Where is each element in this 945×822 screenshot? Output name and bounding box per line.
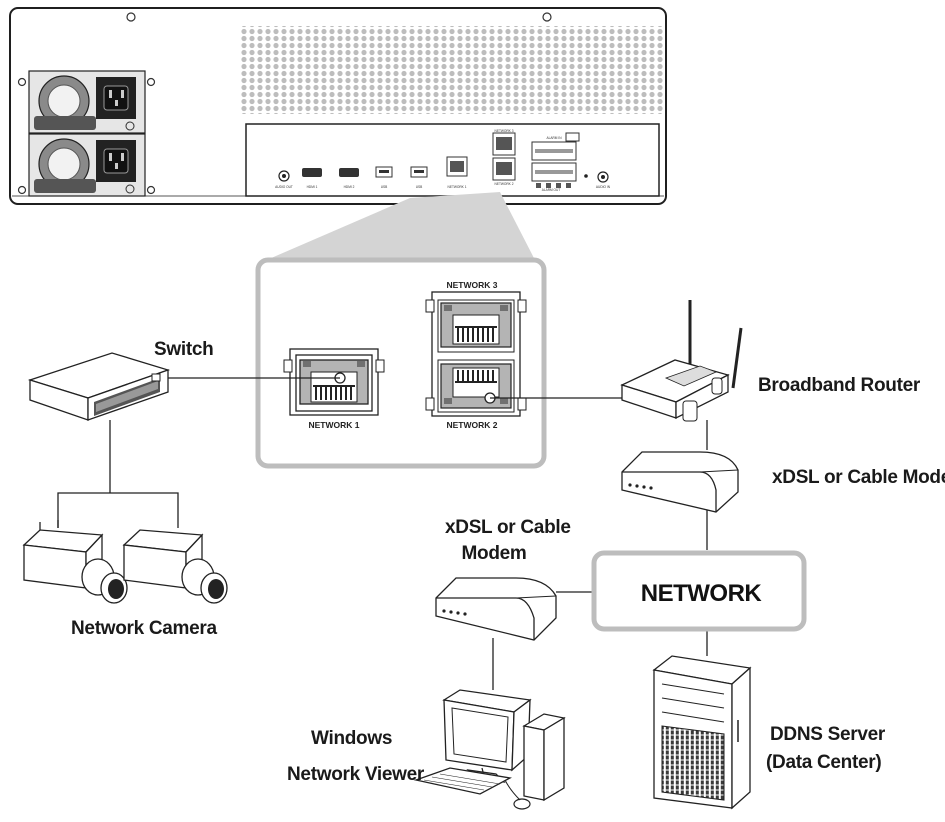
windows-label-line2: Network Viewer: [287, 764, 424, 785]
io-panel: AUDIO OUT HDMI 1 HDMI 2 USB USB NETWORK 1 NETW…: [245, 123, 660, 197]
rear-panel-port-label: NETWORK 2: [495, 182, 514, 186]
rear-panel-port-label: HDMI 2: [344, 185, 355, 189]
switch-device: [27, 352, 171, 421]
rear-panel-port-label: ALARM IN: [546, 136, 562, 140]
modem-left-label-line2: Modem: [461, 543, 527, 564]
network-cameras: [22, 520, 228, 604]
switch-label: Switch: [154, 339, 214, 360]
modem-right-label: xDSL or Cable Modem: [772, 467, 945, 488]
broadband-router-device: [620, 300, 743, 422]
modem-left-label-line1: xDSL or Cable: [445, 517, 571, 538]
ventilation-grille: [240, 26, 664, 114]
network-camera-label: Network Camera: [71, 618, 217, 639]
nvr-rear-panel: AUDIO OUT HDMI 1 HDMI 2 USB USB NETWORK 1 NETW…: [9, 7, 667, 205]
connection-cables: [57, 377, 708, 690]
rear-panel-port-label: AUDIO OUT: [275, 185, 293, 189]
modem-left: [435, 577, 557, 641]
network-2-3-ports: NETWORK 3: [425, 280, 527, 430]
windows-label-line1: Windows: [311, 728, 393, 749]
modem-right: [621, 451, 739, 513]
rear-panel-port-label: USB: [416, 185, 423, 189]
zoomed-network-ports: NETWORK 1 NETWORK 3: [255, 257, 547, 469]
network-cloud-box: NETWORK: [591, 550, 807, 632]
network-label: NETWORK: [641, 580, 763, 607]
rear-panel-port-label: USB: [381, 185, 388, 189]
zoom-wedge: [262, 192, 536, 262]
network-3-label: NETWORK 3: [447, 280, 498, 290]
ddns-label-line2: (Data Center): [766, 752, 882, 773]
network-1-label: NETWORK 1: [309, 420, 360, 430]
ddns-server-tower: [652, 655, 752, 810]
rear-panel-port-label: AUDIO IN: [596, 185, 611, 189]
rear-panel-port-label: NETWORK 3: [495, 129, 514, 133]
rear-panel-port-label: ALARM OUT: [542, 188, 561, 192]
broadband-router-label: Broadband Router: [758, 375, 920, 396]
rear-panel-port-label: HDMI 1: [307, 185, 318, 189]
network-2-label: NETWORK 2: [447, 420, 498, 430]
power-supply-units: [28, 70, 146, 197]
network-1-port: NETWORK 1: [283, 348, 385, 430]
rear-panel-port-label: NETWORK 1: [448, 185, 467, 189]
windows-pc: [413, 689, 566, 810]
ddns-label-line1: DDNS Server: [770, 724, 885, 745]
